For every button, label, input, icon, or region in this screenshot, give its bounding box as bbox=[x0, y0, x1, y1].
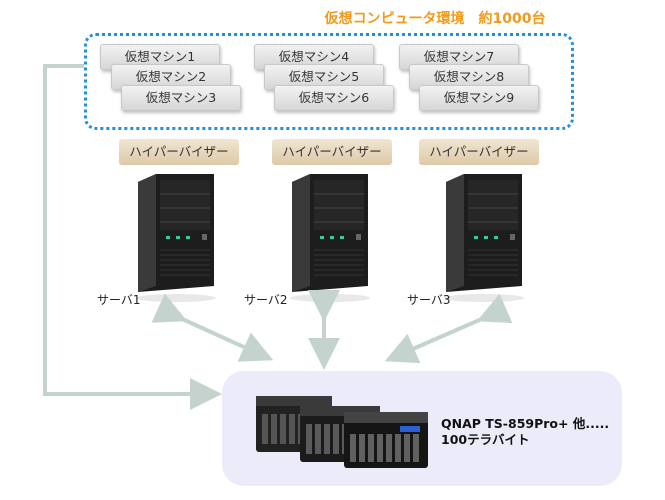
hypervisor-1: ハイパーバイザー bbox=[119, 139, 239, 165]
server-tower-3 bbox=[444, 174, 524, 302]
vm-to-nas-arrow bbox=[43, 64, 222, 410]
server1-nas-arrow bbox=[151, 293, 274, 362]
hypervisor-2: ハイパーバイザー bbox=[272, 139, 392, 165]
nas-devices bbox=[256, 396, 428, 468]
server3-nas-arrow bbox=[384, 293, 513, 364]
vm-environment-box bbox=[84, 33, 574, 130]
nas-model-label: QNAP TS-859Pro+ 他..... bbox=[441, 416, 610, 431]
vm-6: 仮想マシン6 bbox=[274, 85, 394, 111]
server-tower-2 bbox=[290, 174, 370, 302]
environment-title: 仮想コンピュータ環境 約1000台 bbox=[324, 11, 546, 27]
vm-3: 仮想マシン3 bbox=[121, 85, 241, 111]
nas-capacity-label: 100テラバイト bbox=[441, 432, 530, 447]
vm-9: 仮想マシン9 bbox=[419, 85, 539, 111]
nas-unit-3 bbox=[344, 412, 428, 468]
server-tower-1 bbox=[136, 174, 216, 302]
hypervisor-3: ハイパーバイザー bbox=[419, 139, 539, 165]
server-label-1: サーバ1 bbox=[97, 293, 141, 307]
